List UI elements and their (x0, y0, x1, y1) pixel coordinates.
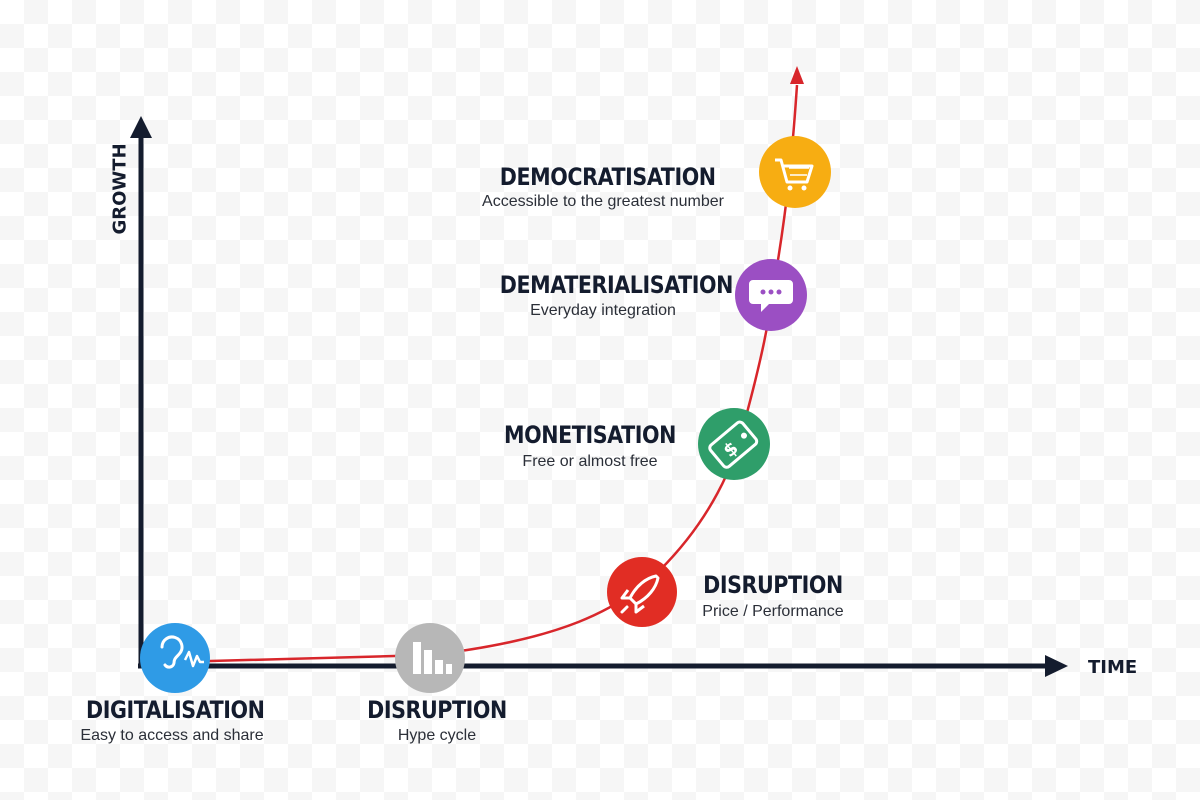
stage-tag-icon: $ (698, 408, 770, 480)
stage-title-democratisation: DEMOCRATISATION (499, 163, 716, 191)
x-axis-arrow (1045, 655, 1068, 677)
stage-cart-icon (759, 136, 831, 208)
stage-title-monetisation: MONETISATION (504, 421, 676, 449)
y-axis-arrow (130, 116, 152, 138)
stage-title-digitalisation: DIGITALISATION (86, 696, 265, 724)
stage-title-disruption-hype: DISRUPTION (367, 696, 507, 724)
stage-subtitle-disruption-hype: Hype cycle (397, 727, 477, 744)
stage-hype-icon (395, 623, 465, 693)
y-axis-label: GROWTH (109, 143, 131, 235)
stage-rocket-icon (607, 557, 677, 627)
stage-subtitle-digitalisation: Easy to access and share (80, 727, 264, 744)
stage-subtitle-monetisation: Free or almost free (522, 453, 658, 470)
stage-subtitle-democratisation: Accessible to the greatest number (482, 193, 724, 210)
stage-title-dematerialisation: DEMATERIALISATION (499, 271, 734, 299)
stage-chat-icon (735, 259, 807, 331)
stage-digitalisation-icon (140, 623, 210, 693)
stage-subtitle-dematerialisation: Everyday integration (530, 302, 676, 319)
curve-arrow (790, 66, 804, 84)
stage-subtitle-disruption-price: Price / Performance (702, 603, 844, 620)
x-axis-label: TIME (1088, 657, 1138, 678)
stage-title-disruption-price: DISRUPTION (703, 571, 843, 599)
